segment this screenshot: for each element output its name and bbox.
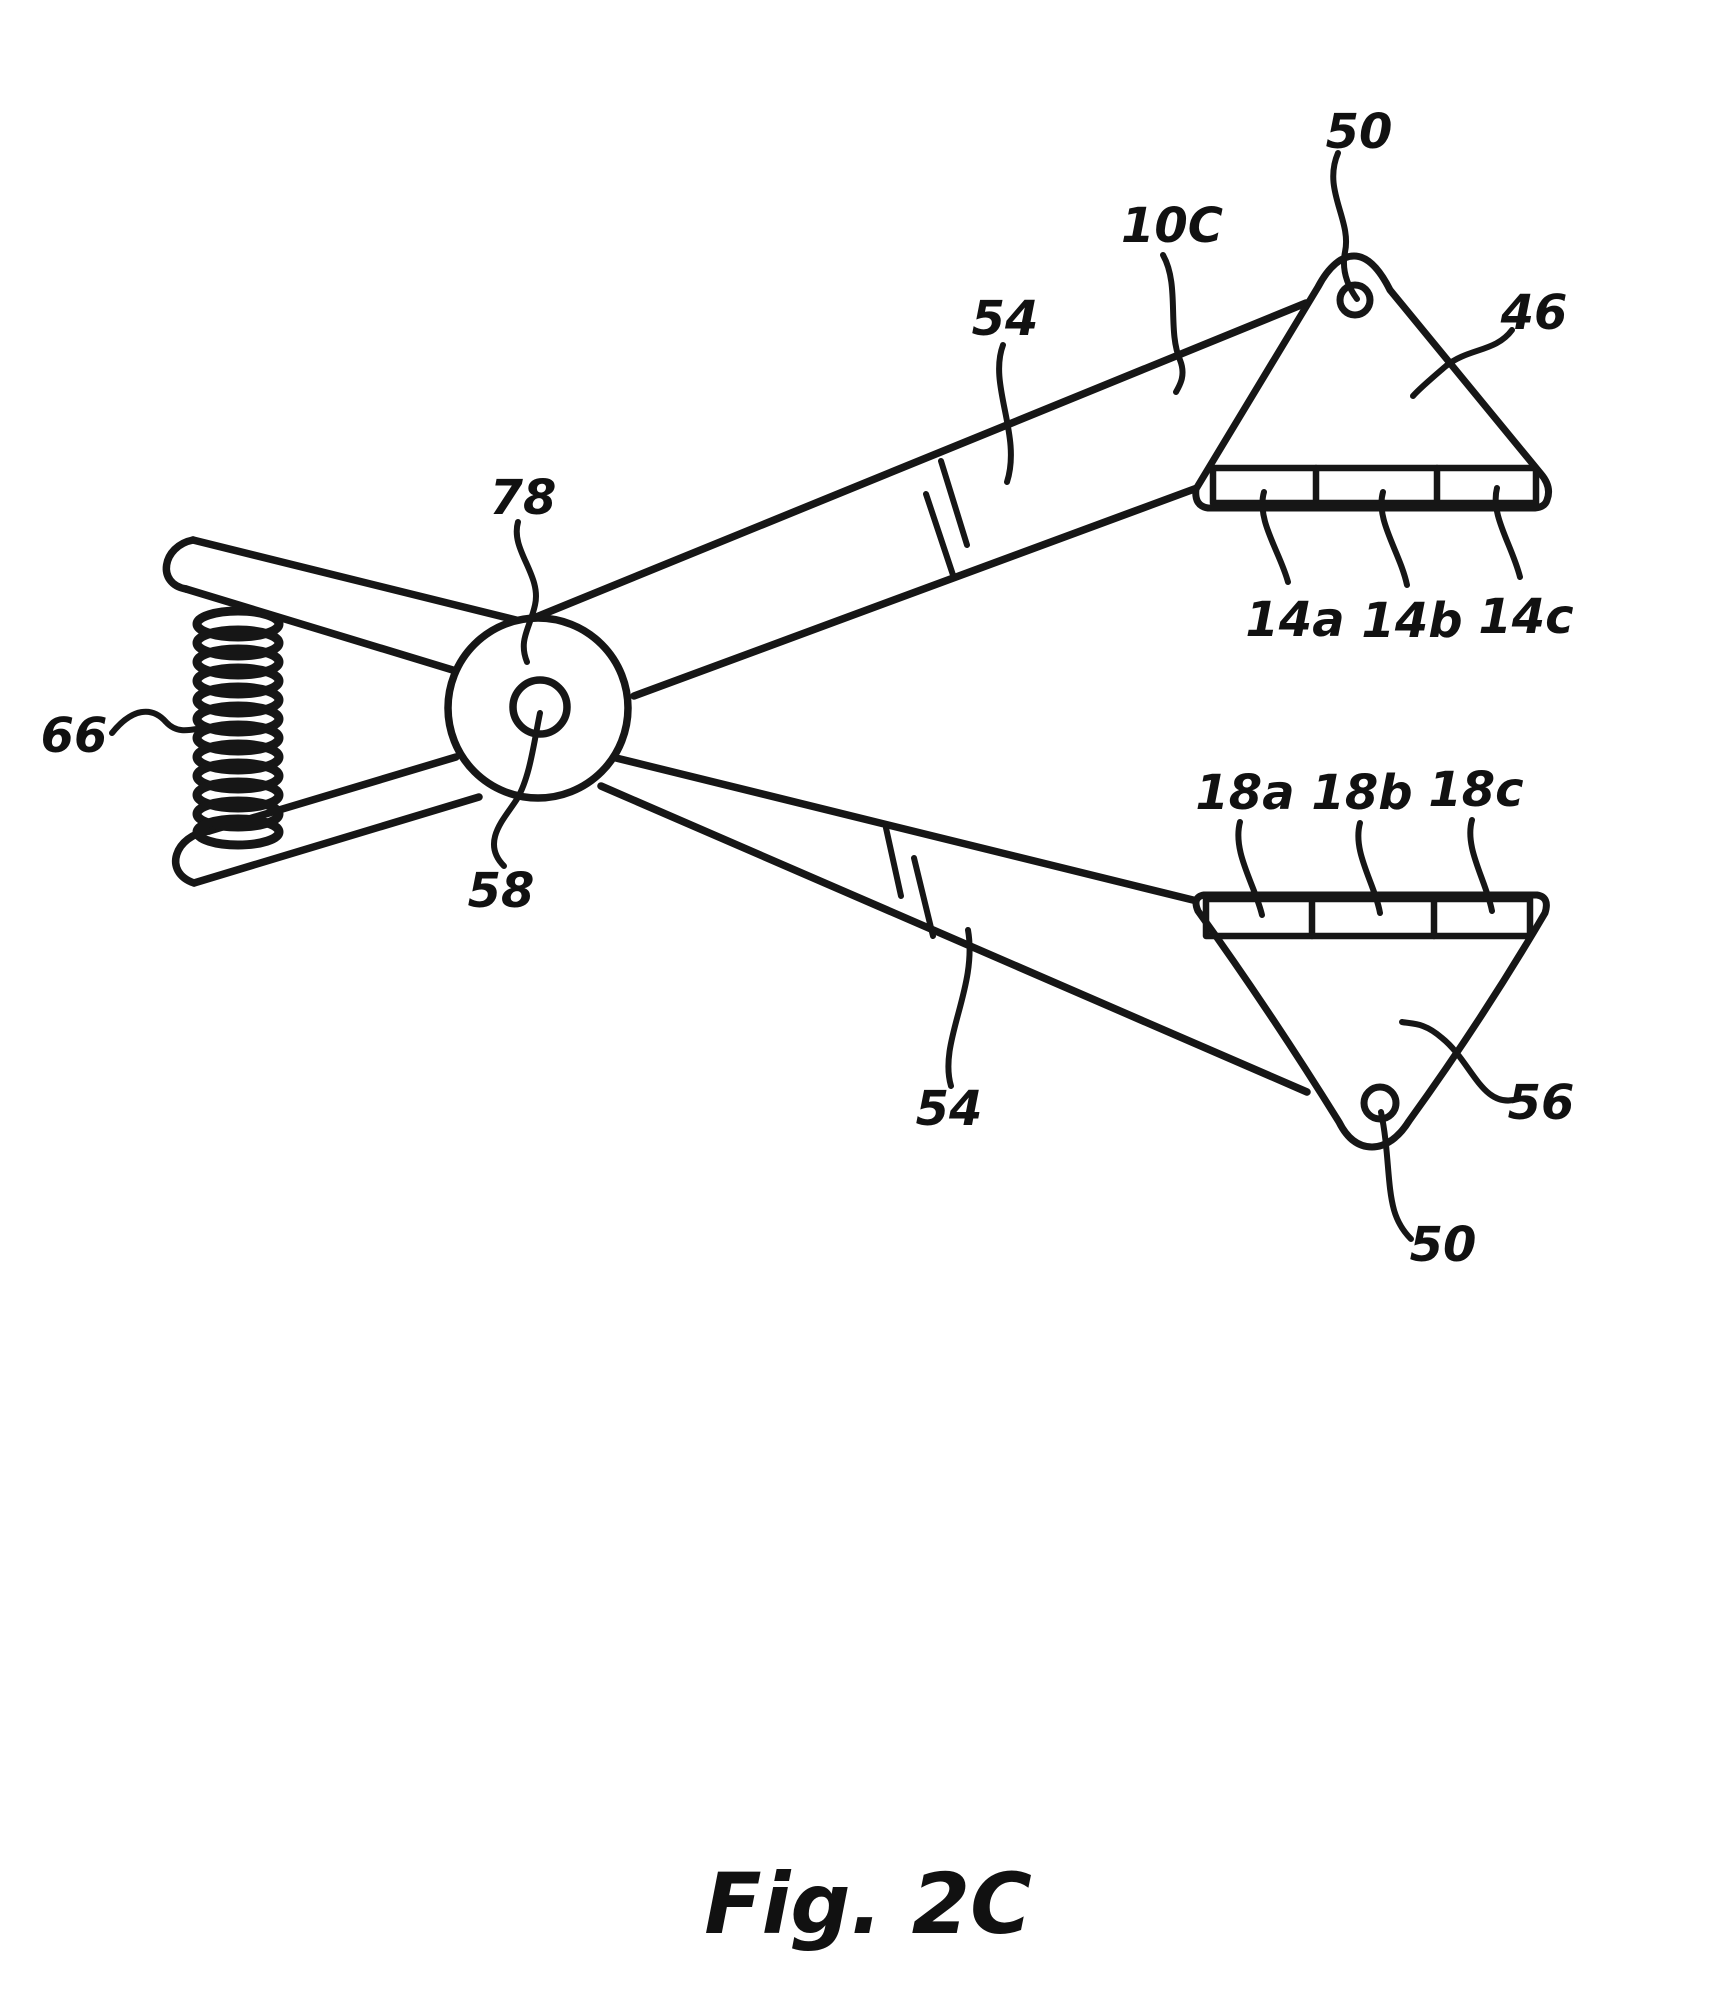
spring-coil-loop [192, 663, 284, 699]
ref-label-18c: 18c [1428, 762, 1523, 818]
leader-electrode-18c [1467, 817, 1495, 914]
leader-pivot-hole [490, 710, 543, 869]
ref-label-18b: 18b [1311, 765, 1412, 821]
spring-coil-loop [192, 625, 284, 661]
spring-coil-loop [192, 644, 284, 680]
leader-electrode-18b [1355, 820, 1383, 916]
leader-spring [109, 708, 205, 736]
upper-handle-top-edge [189, 536, 528, 626]
ref-label-58: 58 [468, 863, 535, 919]
ref-label-50-bottom: 50 [1410, 1217, 1477, 1273]
lower-handle-bottom-edge [190, 793, 483, 887]
leader-electrode-14a [1259, 489, 1291, 585]
ref-label-46: 46 [1500, 285, 1568, 341]
leader-electrode-14c [1492, 485, 1523, 580]
spring-coil-loop [192, 720, 284, 756]
leader-electrode-18a [1235, 819, 1265, 918]
pivot [444, 614, 632, 802]
leader-hole-top [1330, 150, 1360, 302]
ref-label-54-lower: 54 [916, 1081, 983, 1137]
upper-electrode-bar [1209, 464, 1540, 507]
figure-caption: Fig. 2C [704, 1855, 1032, 1953]
ref-label-66: 66 [41, 708, 108, 764]
upper-jaw [1192, 252, 1552, 512]
spring-coil-loop [192, 606, 284, 642]
leader-plate-lower [1399, 1019, 1521, 1104]
ref-label-78: 78 [490, 470, 557, 526]
spring-coil-loop [192, 796, 284, 832]
reference-numerals: 50 10C 54 46 78 66 58 14a 14b 14c 18a 18… [41, 104, 1575, 1273]
upper-arm-break-mark [938, 458, 970, 548]
upper-arm-top-edge [520, 299, 1310, 626]
ref-label-50-top: 50 [1326, 104, 1393, 160]
leader-arm-lower [945, 927, 973, 1089]
pivot-hole-circle [509, 676, 571, 738]
leader-hole-bottom [1378, 1109, 1414, 1242]
ref-label-14c: 14c [1478, 589, 1573, 645]
lower-arm-break-mark [911, 855, 936, 939]
upper-arm-bottom-edge [630, 484, 1201, 700]
upper-arm-break-mark [923, 491, 957, 581]
upper-plate-outline [1192, 252, 1552, 512]
leader-pivot-boss [513, 519, 539, 665]
leader-lines [109, 150, 1523, 1242]
upper-handle-bottom-edge [182, 585, 460, 675]
spring-coil-loop [192, 758, 284, 794]
leader-electrode-14b [1378, 489, 1410, 588]
leader-arm-upper [996, 342, 1014, 485]
ref-label-14a: 14a [1245, 592, 1344, 648]
arms [520, 299, 1311, 1096]
spring-coil-loop [192, 739, 284, 775]
ref-label-18a: 18a [1195, 765, 1294, 821]
leader-plate-upper [1410, 327, 1515, 399]
ref-label-14b: 14b [1361, 593, 1462, 649]
lower-electrode-bar [1202, 895, 1534, 940]
ref-label-56: 56 [1508, 1075, 1575, 1131]
spring [192, 606, 284, 850]
spring-coil-loop [192, 814, 284, 850]
ref-label-10c: 10C [1121, 198, 1223, 254]
spring-coil-loop [192, 777, 284, 813]
spring-coil-loop [192, 701, 284, 737]
lower-arm-bottom-edge [597, 782, 1311, 1096]
lower-jaw [1192, 891, 1550, 1151]
spring-coil-loop [192, 682, 284, 718]
leader-instrument [1160, 252, 1186, 395]
upper-handle-tip-cap [162, 536, 197, 593]
lower-arm-top-edge [608, 753, 1201, 905]
lower-arm-break-mark [883, 825, 904, 899]
ref-label-54-upper: 54 [972, 291, 1039, 347]
